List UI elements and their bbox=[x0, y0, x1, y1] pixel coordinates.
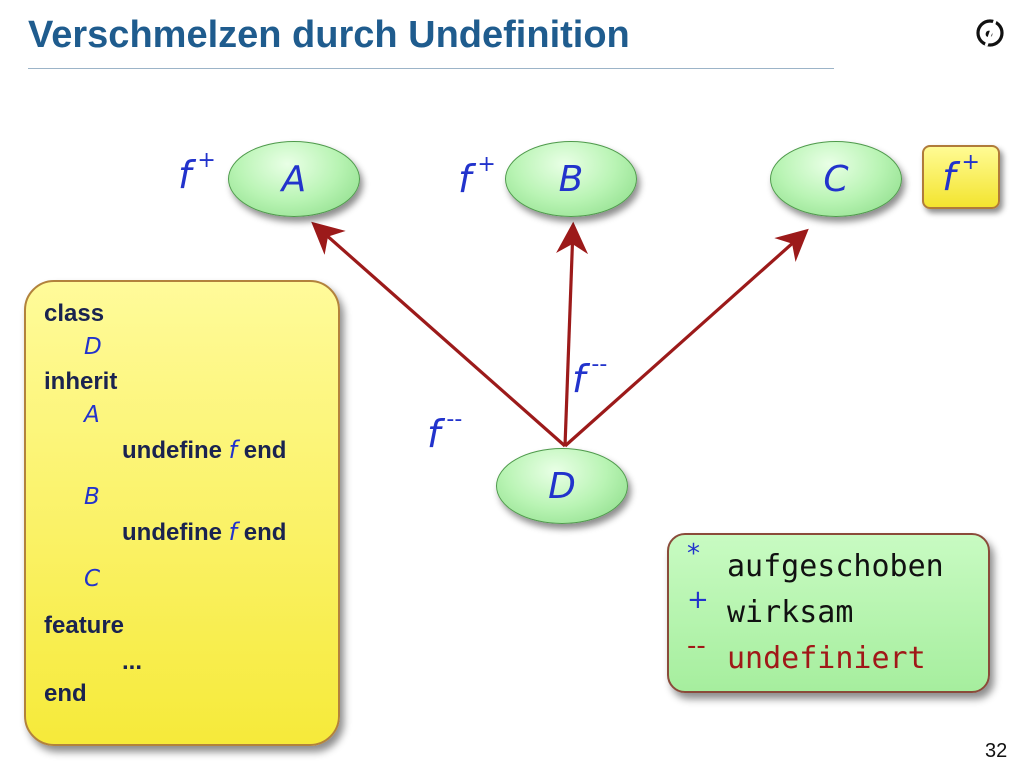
legend-symbol-deferred: * bbox=[687, 539, 700, 569]
code-listing: class D inherit A undefine f end B undef… bbox=[24, 280, 340, 746]
edge-d-to-a bbox=[311, 221, 567, 448]
class-node-a-label: A bbox=[281, 158, 307, 200]
legend-symbol-undefined: -- bbox=[687, 631, 706, 661]
code-keyword-class: class bbox=[44, 300, 105, 327]
legend-item-deferred: * aufgeschoben bbox=[687, 539, 944, 584]
legend-item-effective: + wirksam bbox=[687, 585, 854, 630]
legend-box: * aufgeschoben + wirksam -- undefiniert bbox=[667, 533, 990, 693]
code-keyword-end: end bbox=[44, 680, 87, 707]
code-keyword-feature: feature bbox=[44, 612, 125, 639]
class-node-d: D bbox=[496, 448, 628, 524]
code-parent-c: C bbox=[84, 566, 101, 592]
code-class-name: D bbox=[84, 334, 102, 360]
class-node-b: B bbox=[505, 141, 637, 217]
slide-title: Verschmelzen durch Undefinition bbox=[28, 14, 630, 56]
legend-item-undefined: -- undefiniert bbox=[687, 631, 926, 676]
page-number: 32 bbox=[985, 740, 1008, 762]
edge-d-to-c bbox=[563, 228, 809, 448]
class-node-c-label: C bbox=[823, 158, 849, 200]
code-parent-b: B bbox=[84, 484, 100, 510]
feature-label-d-to-b: f-- bbox=[572, 352, 608, 401]
legend-symbol-effective: + bbox=[687, 585, 709, 615]
code-undefine-b: undefine f end bbox=[122, 518, 287, 546]
edge-d-to-b bbox=[556, 221, 589, 447]
code-ellipsis: ... bbox=[122, 648, 143, 675]
feature-label-c: f+ bbox=[942, 150, 980, 199]
class-node-a: A bbox=[228, 141, 360, 217]
class-node-b-label: B bbox=[558, 158, 584, 200]
legend-text-undefined: undefiniert bbox=[727, 641, 926, 676]
feature-label-a: f+ bbox=[178, 148, 216, 197]
legend-text-deferred: aufgeschoben bbox=[727, 549, 944, 584]
legend-text-effective: wirksam bbox=[727, 595, 854, 630]
eiffel-logo-icon bbox=[976, 17, 1004, 47]
feature-label-b: f+ bbox=[458, 152, 496, 201]
code-undefine-a: undefine f end bbox=[122, 436, 287, 464]
feature-label-d-to-a: f-- bbox=[427, 407, 463, 456]
code-parent-a: A bbox=[84, 402, 100, 428]
feature-box-c: f+ bbox=[922, 145, 1000, 209]
class-node-d-label: D bbox=[548, 465, 576, 507]
class-node-c: C bbox=[770, 141, 902, 217]
title-divider bbox=[28, 68, 834, 69]
code-keyword-inherit: inherit bbox=[44, 368, 118, 395]
